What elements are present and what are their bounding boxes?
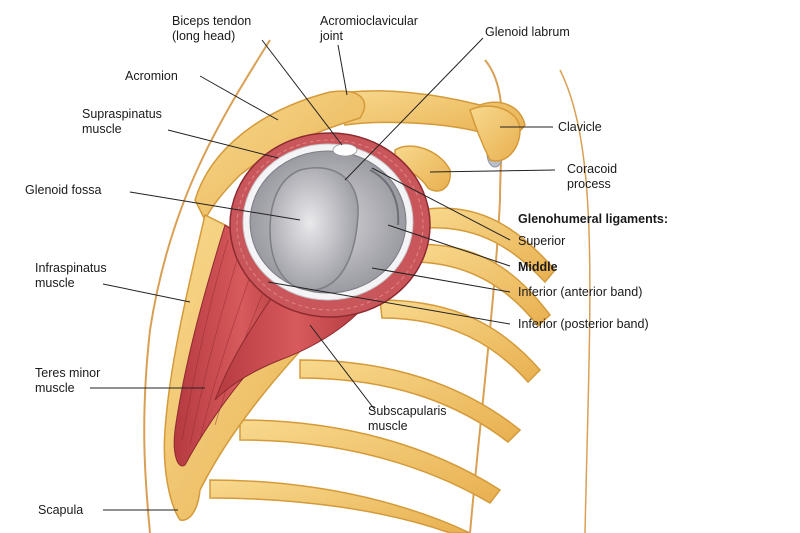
leader-subscapularis <box>309 324 376 411</box>
label-acromioclavicular-joint: Acromioclavicular joint <box>320 14 418 43</box>
label-coracoid: Coracoid process <box>567 162 618 191</box>
rib <box>239 419 502 504</box>
label-subscapularis: Subscapularis muscle <box>368 404 447 433</box>
leader-middle <box>387 224 511 267</box>
label-glenoid-fossa: Glenoid fossa <box>25 183 102 197</box>
leader-acromion <box>199 75 279 121</box>
leader-biceps <box>261 39 343 146</box>
label-ligaments-heading: Glenohumeral ligaments: <box>518 212 669 226</box>
leader-coracoid <box>429 169 556 173</box>
ligament-bands <box>369 169 400 226</box>
muscle-ring-texture <box>236 139 424 311</box>
rib <box>419 207 556 284</box>
label-acromion: Acromion <box>125 69 178 83</box>
leader-infraspinatus <box>102 283 191 303</box>
label-superior: Superior <box>518 234 566 248</box>
rib <box>209 479 471 533</box>
leader-lines <box>90 37 556 511</box>
leader-glenoid-fossa <box>129 191 301 221</box>
leader-ac-joint <box>337 44 348 96</box>
label-clavicle: Clavicle <box>558 120 602 134</box>
label-teres-minor: Teres minor muscle <box>35 366 101 395</box>
label-supraspinatus: Supraspinatus muscle <box>82 107 162 136</box>
label-infraspinatus: Infraspinatus muscle <box>35 261 107 290</box>
label-middle: Middle <box>518 260 558 274</box>
body-outline-left <box>143 39 271 533</box>
clavicle-end <box>469 105 521 162</box>
leader-supraspinatus <box>167 129 279 159</box>
label-inferior-anterior: Inferior (anterior band) <box>518 285 643 299</box>
label-glenoid-labrum: Glenoid labrum <box>485 25 570 39</box>
biceps-tendon-attachment <box>332 143 358 157</box>
rib <box>299 359 522 443</box>
label-biceps-tendon: Biceps tendon (long head) <box>172 14 252 43</box>
leader-inferior-anterior <box>371 267 511 293</box>
label-inferior-posterior: Inferior (posterior band) <box>518 317 649 331</box>
ribs <box>209 207 556 533</box>
leader-inferior-posterior <box>267 281 511 325</box>
leader-superior <box>371 167 511 241</box>
rib <box>409 243 552 328</box>
body-outline-far-right <box>559 69 591 533</box>
rib <box>379 299 542 384</box>
label-scapula: Scapula <box>38 503 84 517</box>
leader-labrum <box>344 37 484 181</box>
glenoid-fossa-surface <box>269 167 359 291</box>
acromion-bone <box>194 90 366 222</box>
